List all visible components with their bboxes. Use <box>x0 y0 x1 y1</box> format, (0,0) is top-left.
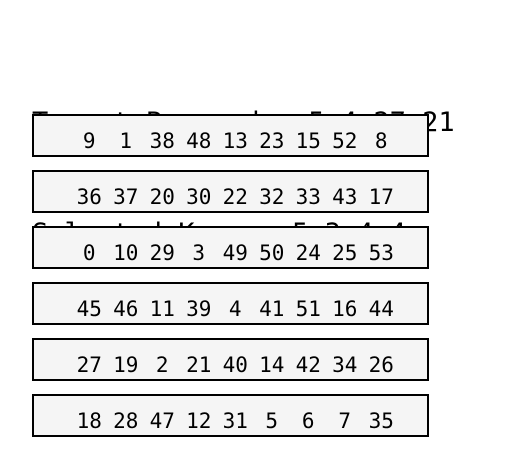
key[interactable]: 18 <box>76 409 102 433</box>
key[interactable]: 43 <box>332 185 358 209</box>
key[interactable]: 24 <box>295 241 321 265</box>
key[interactable]: 11 <box>149 297 175 321</box>
key-row-4-keys: 45 46 11 39 4 41 51 16 44 <box>71 296 400 322</box>
key[interactable]: 0 <box>82 241 96 265</box>
key[interactable]: 48 <box>186 129 212 153</box>
key[interactable]: 27 <box>76 353 102 377</box>
key-row-4[interactable]: 45 46 11 39 4 41 51 16 44 <box>32 282 429 325</box>
key-rows: 9 1 38 48 13 23 15 52 8 36 37 20 30 22 3… <box>32 114 429 450</box>
key[interactable]: 9 <box>82 129 96 153</box>
key[interactable]: 12 <box>186 409 212 433</box>
key[interactable]: 46 <box>113 297 139 321</box>
key[interactable]: 7 <box>338 409 352 433</box>
key[interactable]: 6 <box>301 409 315 433</box>
key[interactable]: 19 <box>113 353 139 377</box>
key[interactable]: 23 <box>259 129 285 153</box>
key[interactable]: 29 <box>149 241 175 265</box>
key-row-5[interactable]: 27 19 2 21 40 14 42 34 26 <box>32 338 429 381</box>
key[interactable]: 33 <box>295 185 321 209</box>
key[interactable]: 3 <box>192 241 206 265</box>
key[interactable]: 44 <box>368 297 394 321</box>
key-row-2-keys: 36 37 20 30 22 32 33 43 17 <box>71 184 400 210</box>
key[interactable]: 47 <box>149 409 175 433</box>
key[interactable]: 10 <box>113 241 139 265</box>
key[interactable]: 15 <box>295 129 321 153</box>
key[interactable]: 41 <box>259 297 285 321</box>
key[interactable]: 14 <box>259 353 285 377</box>
key-row-1[interactable]: 9 1 38 48 13 23 15 52 8 <box>32 114 429 157</box>
key[interactable]: 28 <box>113 409 139 433</box>
key[interactable]: 20 <box>149 185 175 209</box>
key-row-2[interactable]: 36 37 20 30 22 32 33 43 17 <box>32 170 429 213</box>
key[interactable]: 17 <box>368 185 394 209</box>
key[interactable]: 49 <box>222 241 248 265</box>
key-row-1-keys: 9 1 38 48 13 23 15 52 8 <box>71 128 400 154</box>
key[interactable]: 51 <box>295 297 321 321</box>
key[interactable]: 37 <box>113 185 139 209</box>
key[interactable]: 35 <box>368 409 394 433</box>
key-row-3[interactable]: 0 10 29 3 49 50 24 25 53 <box>32 226 429 269</box>
key[interactable]: 42 <box>295 353 321 377</box>
key-row-6-keys: 18 28 47 12 31 5 6 7 35 <box>71 408 400 434</box>
key[interactable]: 36 <box>76 185 102 209</box>
key[interactable]: 40 <box>222 353 248 377</box>
key[interactable]: 45 <box>76 297 102 321</box>
key[interactable]: 8 <box>374 129 388 153</box>
key[interactable]: 1 <box>119 129 133 153</box>
key[interactable]: 53 <box>368 241 394 265</box>
key[interactable]: 16 <box>332 297 358 321</box>
key[interactable]: 25 <box>332 241 358 265</box>
key[interactable]: 30 <box>186 185 212 209</box>
key[interactable]: 39 <box>186 297 212 321</box>
key[interactable]: 26 <box>368 353 394 377</box>
key[interactable]: 22 <box>222 185 248 209</box>
key[interactable]: 38 <box>149 129 175 153</box>
key[interactable]: 5 <box>265 409 279 433</box>
key[interactable]: 32 <box>259 185 285 209</box>
key[interactable]: 31 <box>222 409 248 433</box>
key[interactable]: 4 <box>228 297 242 321</box>
key[interactable]: 2 <box>155 353 169 377</box>
key-row-5-keys: 27 19 2 21 40 14 42 34 26 <box>71 352 400 378</box>
key-row-6[interactable]: 18 28 47 12 31 5 6 7 35 <box>32 394 429 437</box>
key[interactable]: 13 <box>222 129 248 153</box>
key[interactable]: 34 <box>332 353 358 377</box>
key[interactable]: 50 <box>259 241 285 265</box>
key[interactable]: 52 <box>332 129 358 153</box>
key-row-3-keys: 0 10 29 3 49 50 24 25 53 <box>71 240 400 266</box>
key[interactable]: 21 <box>186 353 212 377</box>
